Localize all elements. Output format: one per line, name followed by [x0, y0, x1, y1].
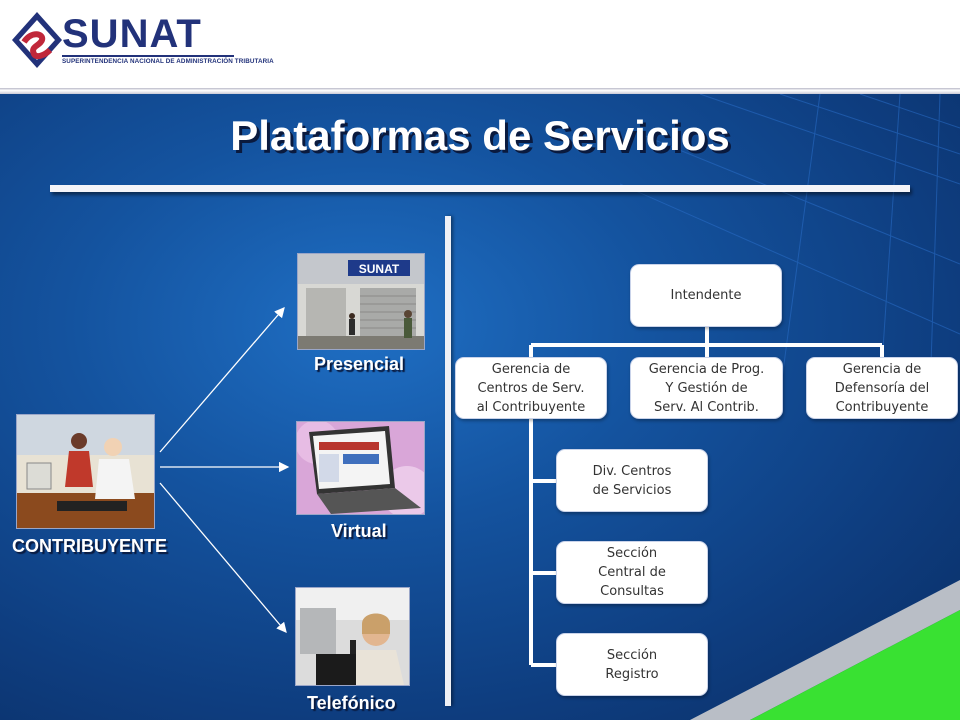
corner-decoration — [690, 580, 960, 720]
background-grid — [619, 94, 960, 394]
logo-wordmark: SUNAT — [62, 12, 202, 56]
org-node-central-consultas: Sección Central de Consultas — [556, 541, 708, 604]
title-underline — [50, 185, 910, 192]
contribuyente-photo — [16, 414, 155, 529]
org-node-seccion-registro: Sección Registro — [556, 633, 708, 696]
org-node-intendente: Intendente — [630, 264, 782, 327]
sunat-diamond-icon — [12, 12, 62, 68]
virtual-label: Virtual — [331, 521, 387, 541]
section-divider — [445, 216, 451, 706]
header-divider — [0, 88, 960, 94]
logo-subtitle: SUPERINTENDENCIA NACIONAL DE ADMINISTRAC… — [62, 55, 274, 65]
telefonico-photo — [295, 587, 410, 686]
org-node-gerencia-centros: Gerencia de Centros de Serv. al Contribu… — [455, 357, 607, 419]
org-node-gerencia-defensoria: Gerencia de Defensoría del Contribuyente — [806, 357, 958, 419]
header-bar: SUNAT SUPERINTENDENCIA NACIONAL DE ADMIN… — [0, 0, 960, 88]
org-node-gerencia-programas: Gerencia de Prog. Y Gestión de Serv. Al … — [630, 357, 783, 419]
presencial-label: Presencial — [314, 354, 405, 374]
telefonico-label: Telefónico — [307, 693, 396, 713]
contribuyente-label: CONTRIBUYENTE — [12, 536, 168, 556]
presencial-photo: SUNAT — [297, 253, 425, 350]
sunat-logo — [12, 12, 62, 73]
page-title: Plataformas de Servicios — [230, 112, 730, 159]
office-sign-text: SUNAT — [359, 262, 400, 276]
virtual-photo — [296, 421, 425, 515]
org-node-div-centros: Div. Centros de Servicios — [556, 449, 708, 512]
